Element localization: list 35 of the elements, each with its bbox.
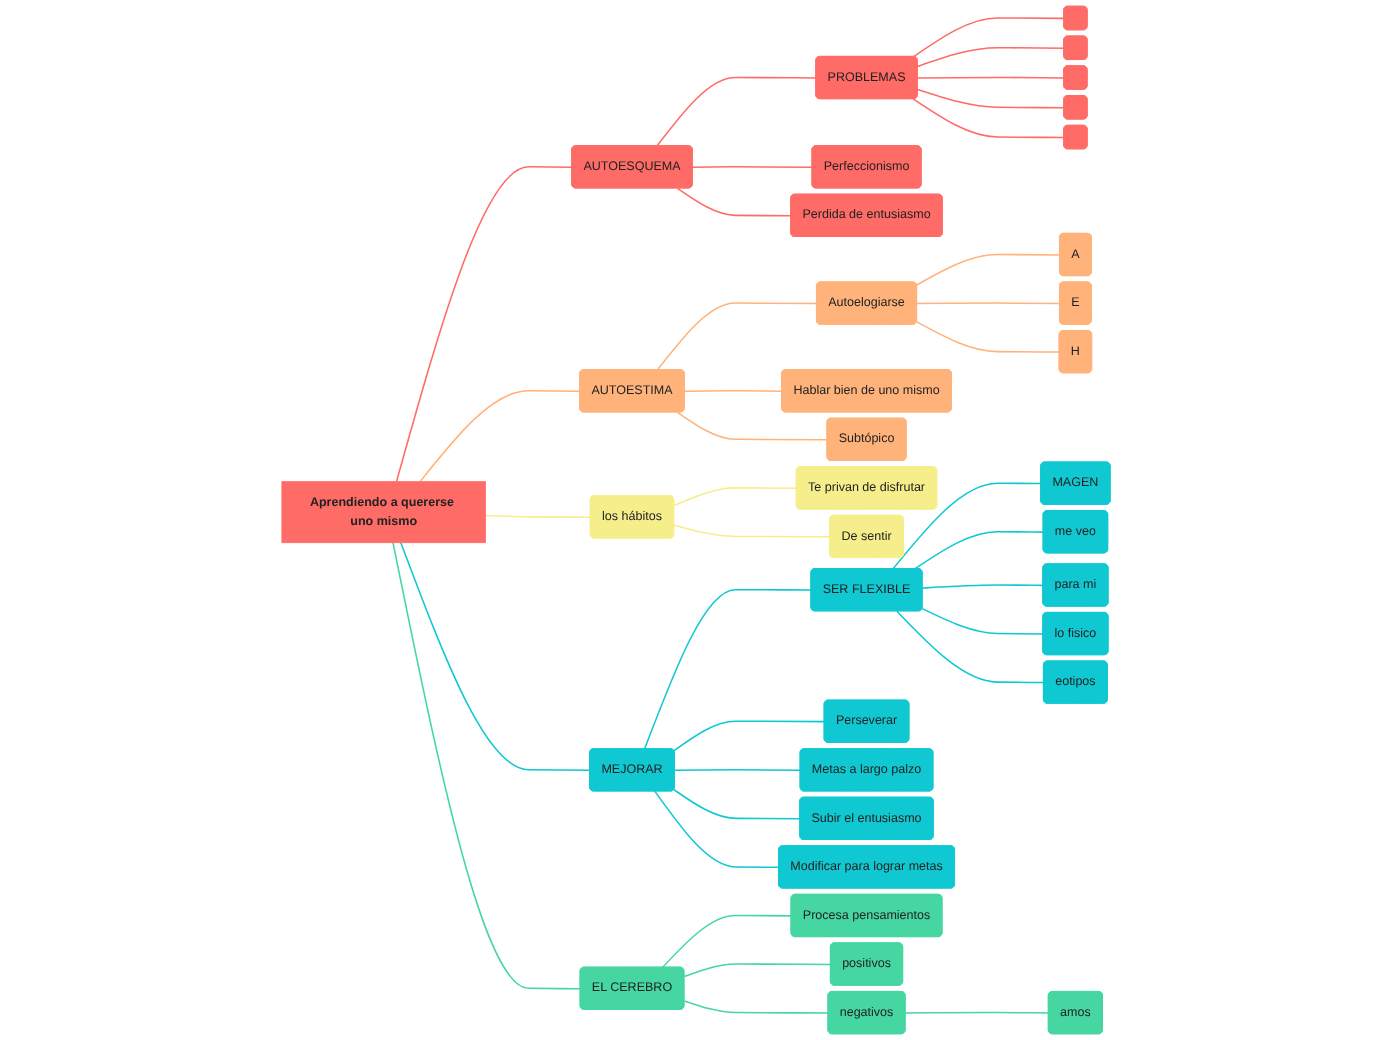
- connector: [656, 302, 818, 371]
- connector: [916, 321, 1061, 353]
- connector: [916, 76, 1065, 79]
- connector: [916, 253, 1061, 286]
- connector: [683, 390, 783, 392]
- connector: [392, 541, 582, 990]
- connector: [661, 914, 793, 969]
- connector: [656, 76, 817, 147]
- connector: [896, 610, 1045, 684]
- connector: [912, 98, 1065, 139]
- connector: [913, 530, 1045, 570]
- connector: [654, 790, 780, 869]
- connector: [673, 720, 826, 752]
- connector: [921, 607, 1044, 635]
- connector: [916, 47, 1065, 68]
- connector: [683, 963, 832, 978]
- connector: [912, 17, 1065, 58]
- connector: [395, 166, 573, 483]
- connector: [676, 187, 792, 217]
- connector: [676, 411, 829, 441]
- connector: [643, 588, 813, 750]
- connector: [400, 541, 591, 771]
- connector: [916, 88, 1065, 109]
- connector: [892, 482, 1042, 570]
- connector: [674, 769, 802, 771]
- connector: [921, 584, 1044, 589]
- connector: [673, 524, 831, 538]
- connector: [683, 1000, 830, 1014]
- connector: [484, 514, 592, 519]
- connector: [419, 390, 581, 483]
- connector: [692, 166, 814, 168]
- connector: [673, 487, 798, 507]
- connector: [904, 1011, 1050, 1014]
- connector: [673, 788, 801, 820]
- connector: [916, 302, 1061, 305]
